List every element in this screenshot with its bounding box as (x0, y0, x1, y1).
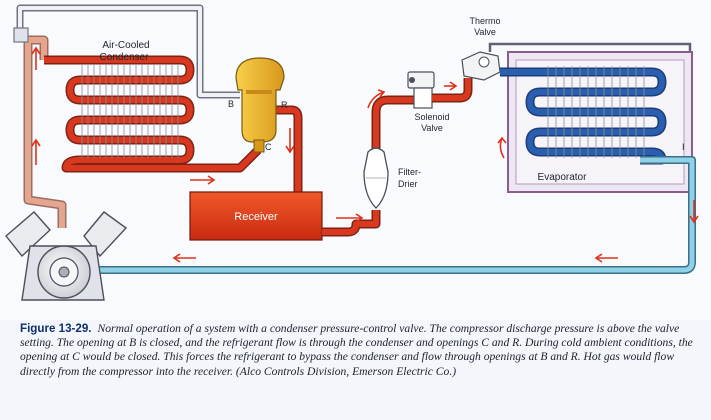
filter-label-line1: Filter- (398, 167, 421, 177)
thermo-label-line1: Thermo (469, 16, 500, 26)
caption-figure-number: Figure 13-29. (20, 322, 92, 335)
compressor (5, 211, 128, 301)
liquid-line-b (373, 97, 418, 150)
condenser-label-line2: Condenser (100, 52, 150, 63)
filter-drier (363, 147, 389, 209)
valve-to-receiver-line (275, 107, 301, 192)
port-b-label: B (228, 99, 234, 109)
caption-text: Normal operation of a system with a cond… (20, 322, 693, 378)
evaporator-coil (500, 66, 667, 165)
port-c-label: C (265, 142, 272, 152)
suction-line (74, 157, 695, 273)
discharge-line (25, 37, 65, 228)
filter-label-line2: Drier (398, 179, 418, 189)
flow-arrows (31, 46, 699, 263)
liquid-line-a (322, 210, 379, 235)
thermo-label-line2: Valve (474, 27, 496, 37)
solenoid-label-line1: Solenoid (414, 112, 449, 122)
solenoid-label-line2: Valve (421, 123, 443, 133)
solenoid-valve (407, 71, 435, 109)
port-i-label: I (682, 142, 685, 152)
pressure-control-valve (235, 57, 285, 153)
liquid-line-c (432, 78, 471, 101)
tee-fitting (13, 27, 29, 43)
figure-caption: Figure 13-29.Normal operation of a syste… (20, 322, 706, 379)
condenser-coil (44, 55, 262, 173)
receiver-tank (189, 191, 323, 241)
port-r-label: R (281, 100, 288, 110)
bypass-line (18, 6, 240, 97)
condenser-label-line1: Air-Cooled (102, 40, 149, 51)
evaporator-label: Evaporator (538, 172, 588, 183)
receiver-label: Receiver (234, 211, 278, 223)
